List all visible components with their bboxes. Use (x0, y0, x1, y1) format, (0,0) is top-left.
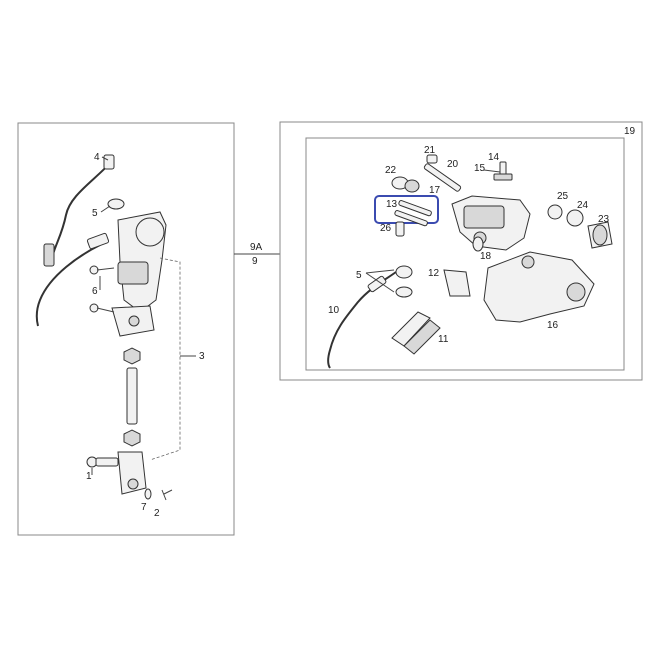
right-panel-caliper (279, 121, 643, 381)
callout-14: 14 (488, 152, 500, 163)
bracket-hole-large (566, 282, 586, 302)
master-cylinder-mount (117, 261, 149, 285)
washer-part-5-left (107, 198, 125, 210)
callout-15: 15 (474, 163, 486, 174)
caliper-piston-housing (463, 205, 505, 229)
cotter-pin-part-2 (161, 489, 173, 501)
brake-pads-part-11 (391, 311, 441, 355)
callout-19: 19 (624, 126, 636, 137)
leader-5-left (100, 205, 111, 213)
callout-12: 12 (428, 268, 440, 279)
hose-end-fitting (43, 243, 55, 267)
bushing-part-22 (391, 176, 420, 193)
bracket-hole (128, 315, 140, 327)
callout-22: 22 (385, 165, 397, 176)
callout-24: 24 (577, 200, 589, 211)
callout-18: 18 (480, 251, 492, 262)
callout-25: 25 (557, 191, 569, 202)
bolt-part-6-upper (89, 265, 115, 275)
callout-21: 21 (424, 145, 436, 156)
bleeder-valve-part-14 (493, 161, 513, 181)
leader-15 (483, 169, 501, 173)
callout-23: 23 (598, 214, 610, 225)
callout-13: 13 (386, 199, 398, 210)
callout-10: 10 (328, 305, 340, 316)
o-ring-part-7 (144, 488, 152, 500)
highlight-box-part-13 (374, 195, 439, 224)
callout-11: 11 (438, 334, 449, 345)
sleeve-part-18 (472, 236, 484, 252)
callout-3: 3 (199, 351, 205, 362)
callout-5-left: 5 (92, 208, 98, 219)
leader-5-right-b (365, 272, 395, 293)
seal-part-25 (547, 204, 563, 220)
hose-connector-part (103, 154, 115, 170)
right-panel-inner-frame (305, 137, 625, 371)
clevis (117, 451, 147, 495)
hose-ferrule (367, 275, 387, 293)
callout-9a: 9A (250, 242, 263, 253)
seal-part-24 (566, 209, 584, 227)
callout-7: 7 (141, 502, 147, 513)
banjo-fitting-right (395, 265, 413, 279)
leader-5-right (365, 269, 395, 274)
callout-26: 26 (380, 223, 392, 234)
push-rod (126, 367, 138, 425)
piston-face (592, 224, 608, 246)
assembly-bracket-part-3 (149, 257, 181, 461)
callout-2: 2 (154, 508, 160, 519)
callout-6: 6 (92, 286, 98, 297)
callout-1: 1 (86, 471, 92, 482)
caliper-bracket-part-16 (483, 251, 595, 323)
callout-17: 17 (429, 185, 441, 196)
callout-9: 9 (252, 256, 258, 267)
washer-part-5-right (395, 286, 413, 298)
left-panel-master-cylinder (17, 122, 235, 536)
callout-4: 4 (94, 152, 100, 163)
callout-20: 20 (447, 159, 459, 170)
callout-5-right: 5 (356, 270, 362, 281)
pin-part-21 (426, 154, 438, 164)
nut-lower (123, 429, 141, 447)
pad-pins-part-13 (394, 200, 432, 227)
clevis-hole (127, 478, 139, 490)
master-cylinder-port (135, 217, 165, 247)
nut-upper (123, 347, 141, 365)
banjo-fitting-left (86, 232, 110, 250)
reservoir-hose (51, 162, 111, 259)
leader-4 (101, 156, 109, 161)
spring-plate-part-12 (443, 269, 471, 297)
callout-16: 16 (547, 320, 559, 331)
bolt-part-6-lower (89, 303, 115, 313)
pin-part-26 (395, 221, 405, 237)
bracket-hole-small (521, 255, 535, 269)
clevis-pin-part-1 (86, 456, 119, 468)
bolt-part-20 (423, 163, 462, 192)
right-panel-outer-frame (279, 121, 643, 381)
brake-line-left (35, 244, 101, 327)
left-panel-frame (17, 122, 235, 536)
